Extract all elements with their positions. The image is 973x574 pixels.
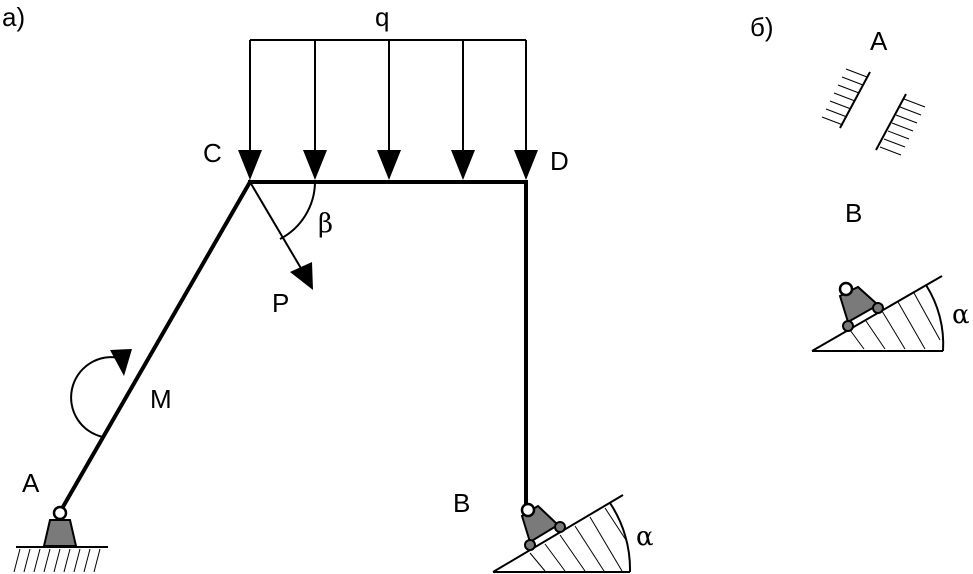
load-arrow-4 bbox=[451, 40, 475, 180]
load-arrow-1 bbox=[238, 40, 262, 180]
point-label-A: A bbox=[22, 468, 40, 498]
roller-support-B bbox=[492, 494, 632, 573]
angle-alpha-label: α bbox=[636, 522, 654, 552]
load-arrow-5 bbox=[514, 40, 538, 180]
member-AC bbox=[57, 179, 253, 515]
load-arrow-3 bbox=[377, 40, 401, 180]
panel-b-label: б) bbox=[750, 12, 774, 42]
angle-beta-label: β bbox=[318, 209, 333, 239]
angle-alpha-arc-b bbox=[925, 284, 945, 352]
angle-alpha-label-b: α bbox=[952, 300, 970, 330]
moment-label-M: M bbox=[150, 384, 172, 414]
point-label-B: B bbox=[453, 488, 470, 518]
support-label-A: A bbox=[870, 26, 888, 56]
load-arrow-2 bbox=[303, 40, 327, 180]
angle-alpha-arc bbox=[609, 502, 632, 573]
point-label-C: C bbox=[203, 138, 222, 168]
slider-support-A bbox=[821, 68, 926, 156]
panel-a-label: а) bbox=[2, 2, 25, 32]
pin-support-A bbox=[13, 505, 108, 573]
angle-beta-arc bbox=[279, 181, 316, 240]
distributed-load-q bbox=[238, 39, 538, 180]
force-P bbox=[249, 181, 313, 290]
force-label-P: P bbox=[272, 288, 289, 318]
moment-M bbox=[70, 349, 132, 438]
load-label-q: q bbox=[375, 2, 389, 32]
roller-support-B-b bbox=[811, 275, 945, 352]
point-label-D: D bbox=[550, 146, 569, 176]
support-label-B: B bbox=[845, 198, 862, 228]
